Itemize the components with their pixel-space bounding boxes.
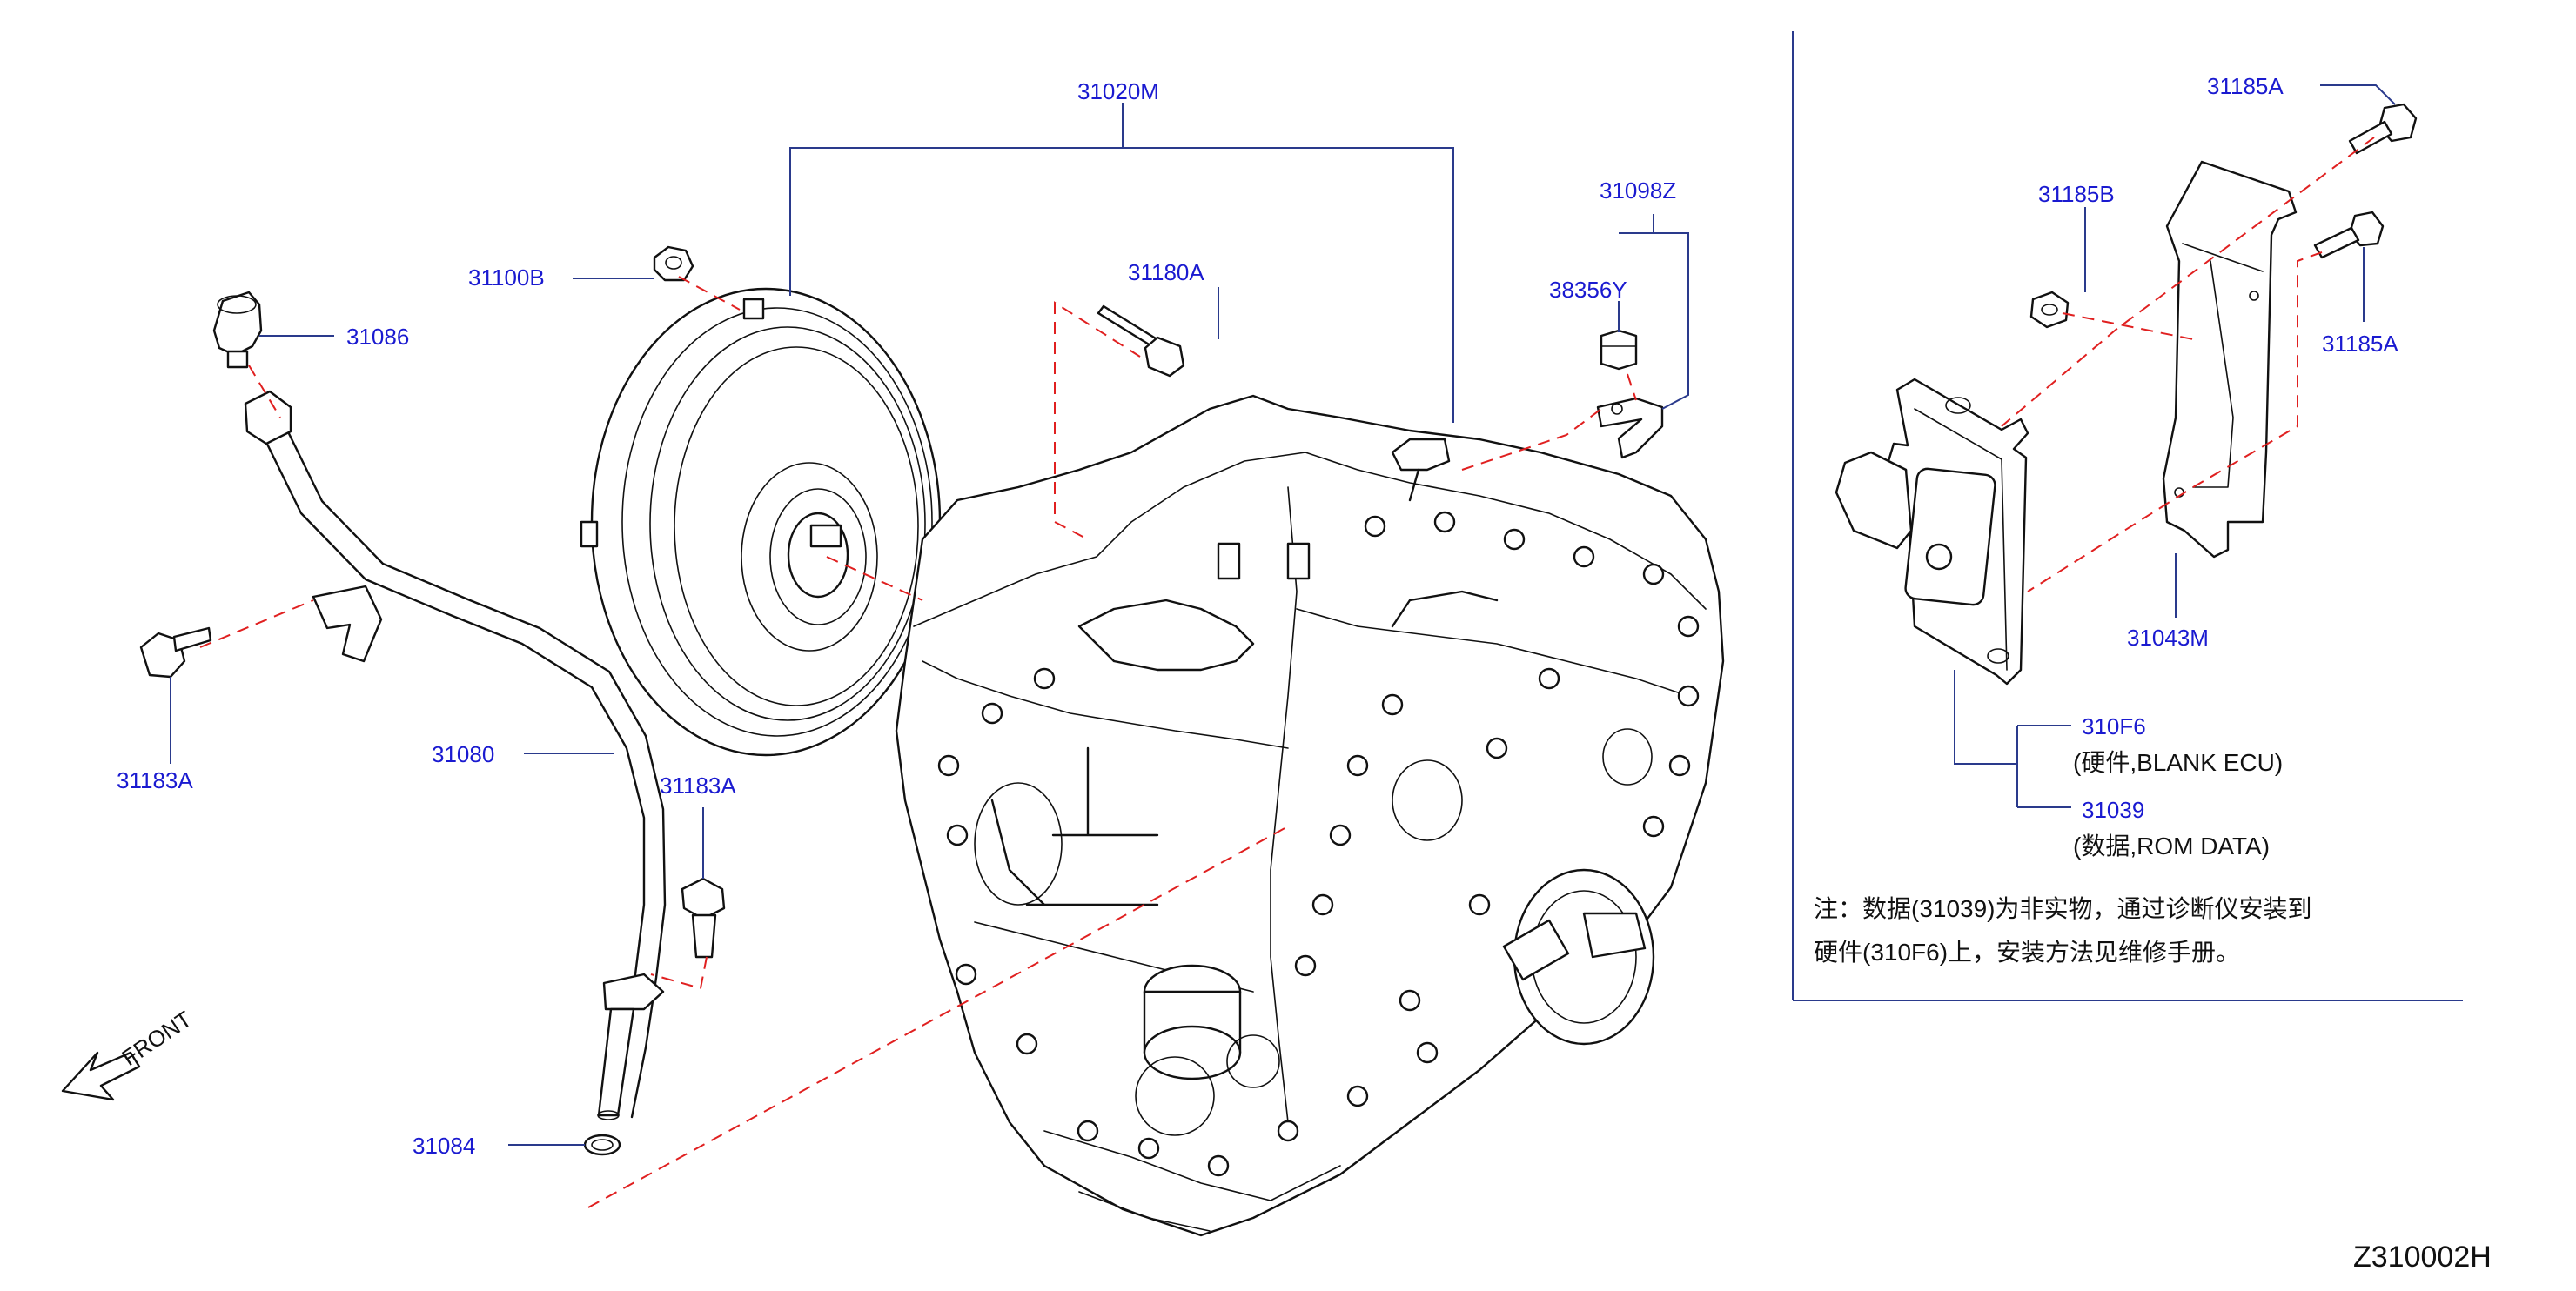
bolt-bosses bbox=[937, 511, 1700, 1177]
label-31098z: 31098Z bbox=[1600, 177, 1676, 204]
label-31100b: 31100B bbox=[468, 264, 545, 291]
bolt-31185a-right bbox=[2313, 211, 2385, 259]
diagram-id: Z310002H bbox=[2353, 1241, 2492, 1274]
label-310f6: 310F6 bbox=[2082, 713, 2146, 739]
label-31185b: 31185B bbox=[2038, 181, 2115, 207]
nut-31185b bbox=[2029, 291, 2070, 329]
front-arrow-icon bbox=[61, 1051, 141, 1101]
label-31185a-top: 31185A bbox=[2207, 73, 2284, 99]
label-31039: 31039 bbox=[2082, 797, 2144, 823]
front-label: FRONT bbox=[117, 1006, 197, 1071]
description-310f6: (硬件,BLANK ECU) bbox=[2073, 749, 2283, 776]
o-ring-31084 bbox=[583, 1134, 621, 1156]
part-labels: 31020M 31100B 31180A 31098Z 38356Y 31086… bbox=[117, 73, 2398, 1159]
bolt-31185a-top bbox=[2348, 103, 2418, 155]
description-31039: (数据,ROM DATA) bbox=[2073, 833, 2270, 860]
dipstick-tube-31080 bbox=[244, 390, 667, 1120]
sensor-31086 bbox=[212, 291, 263, 369]
label-31043m: 31043M bbox=[2127, 625, 2209, 651]
bolt-31183a-left bbox=[139, 626, 212, 679]
label-31183a-left: 31183A bbox=[117, 767, 193, 793]
label-31180a: 31180A bbox=[1128, 259, 1204, 285]
label-31086: 31086 bbox=[346, 324, 409, 350]
transaxle-assembly bbox=[895, 394, 1725, 1237]
nut-31100b bbox=[653, 245, 694, 282]
hose-31098z bbox=[1596, 397, 1664, 459]
leader-lines bbox=[170, 84, 2396, 1146]
cap-38356y bbox=[1600, 329, 1638, 371]
label-31080: 31080 bbox=[432, 741, 494, 767]
bracket-31043m bbox=[2162, 160, 2298, 559]
bolt-31183a-mid bbox=[681, 877, 726, 959]
label-31084: 31084 bbox=[413, 1133, 475, 1159]
assembly-dashed-lines bbox=[199, 137, 2375, 1208]
label-31020m: 31020M bbox=[1077, 78, 1159, 104]
bolt-31180a bbox=[1097, 304, 1185, 378]
torque-converter bbox=[580, 287, 942, 757]
ecu-310f6 bbox=[1835, 378, 2029, 686]
label-31183a-mid: 31183A bbox=[660, 773, 736, 799]
ecu-panel-frame bbox=[1792, 31, 2463, 1001]
note-line-1: 注：数据(31039)为非实物，通过诊断仪安装到 bbox=[1814, 895, 2312, 922]
note-line-2: 硬件(310F6)上，安装方法见维修手册。 bbox=[1814, 939, 2240, 966]
label-38356y: 38356Y bbox=[1549, 277, 1627, 303]
label-31185a-right: 31185A bbox=[2322, 331, 2398, 357]
